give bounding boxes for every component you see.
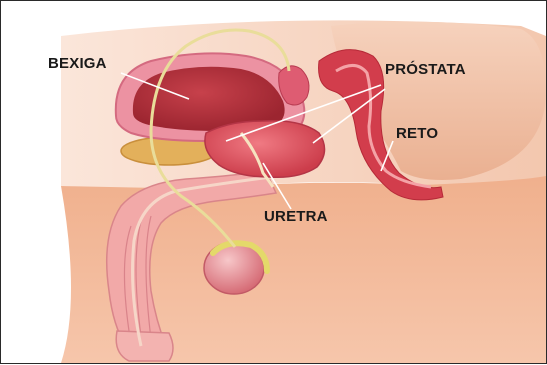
penis-glans — [116, 331, 173, 361]
label-rectum: RETO — [396, 125, 438, 142]
label-urethra: URETRA — [264, 208, 328, 225]
label-prostate: PRÓSTATA — [385, 61, 466, 78]
label-bladder: BEXIGA — [48, 55, 107, 72]
